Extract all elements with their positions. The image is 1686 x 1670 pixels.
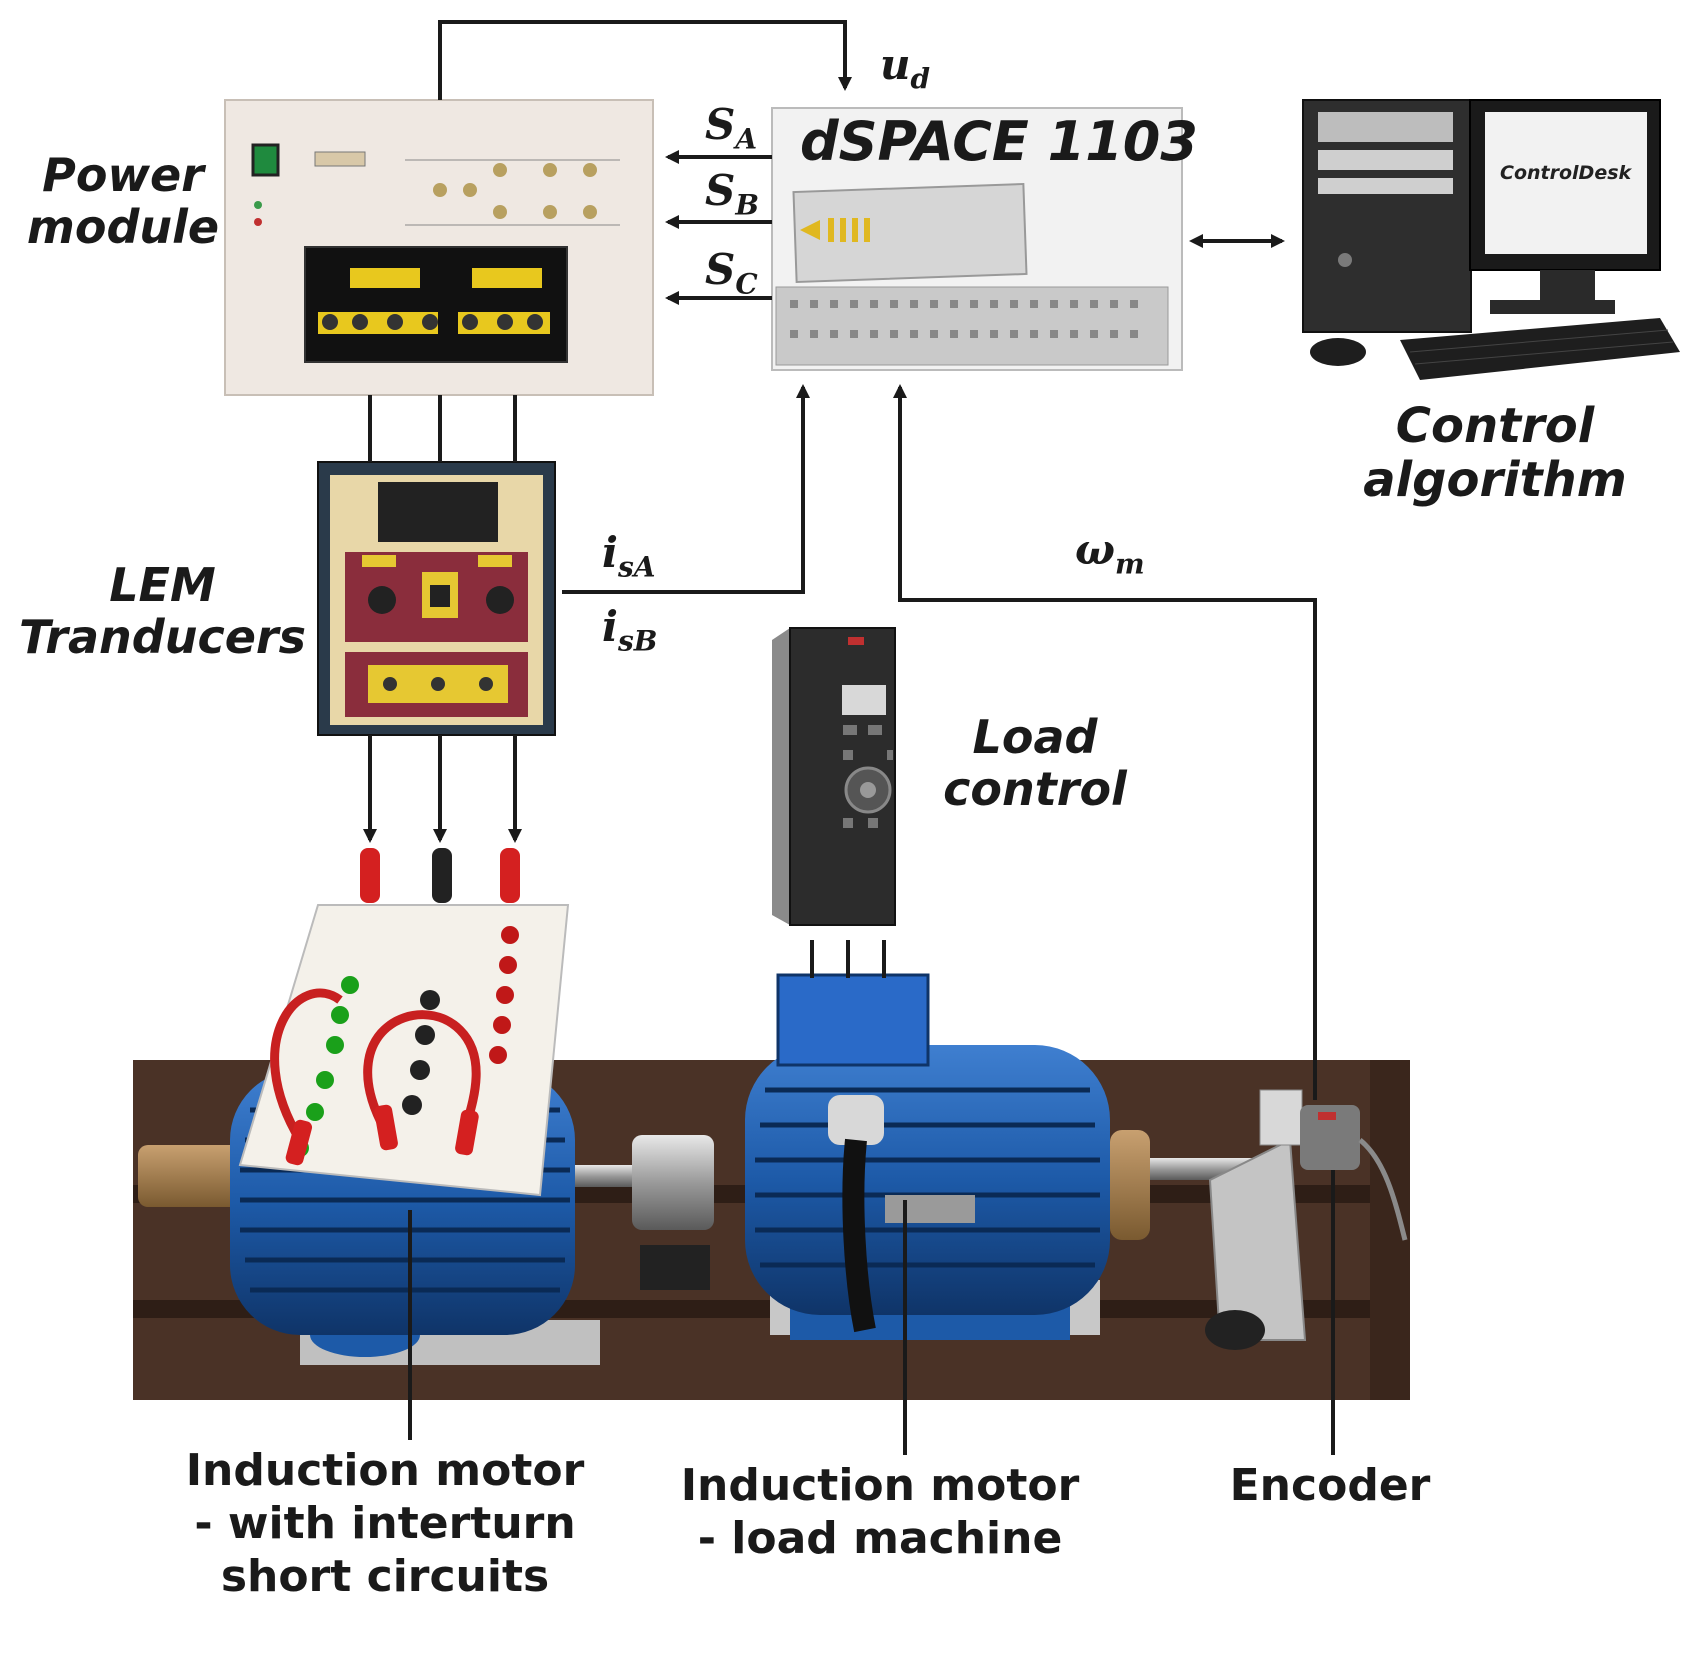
fault-motor-caption-line-3: short circuits (220, 1550, 550, 1602)
load-control-label-line-2: control (943, 761, 1127, 816)
dspace-board (771, 107, 1183, 371)
power-module-label: Power module (18, 148, 228, 254)
signal-ud: ud (880, 40, 931, 96)
lem-transducers-label: LEM Tranducers (10, 558, 315, 664)
signal-isa: isA (602, 528, 656, 584)
current-feedback-line (562, 384, 810, 594)
signal-sc: SC (705, 245, 758, 301)
encoder-caption: Encoder (1229, 1460, 1431, 1511)
load-control-label-line-1: Load (972, 710, 1098, 764)
fault-motor (138, 848, 635, 1365)
test-bench (133, 848, 1410, 1400)
control-algorithm-label: Control algorithm (1350, 398, 1640, 508)
load-control-label: Load control (930, 710, 1140, 816)
power-module-label-line-2: module (26, 199, 220, 254)
ud-line (438, 20, 852, 100)
control-algorithm-label-line-1: Control (1395, 398, 1595, 454)
signal-wm: ωm (1075, 525, 1145, 581)
dspace-label: dSPACE 1103 (800, 110, 1198, 173)
fault-motor-caption: Induction motor - with interturn short c… (150, 1445, 620, 1603)
lem-transducer-box (317, 461, 556, 736)
speed-feedback-line (893, 384, 1317, 1100)
load-control-drive (772, 627, 896, 926)
signal-sb: SB (705, 166, 760, 222)
shaft-coupling (632, 1135, 714, 1290)
load-motor-caption-line-2: - load machine (697, 1512, 1063, 1564)
controldesk-screen-text: ControlDesk (1500, 162, 1632, 184)
load-motor (745, 973, 1260, 1340)
control-algorithm-label-line-2: algorithm (1363, 451, 1627, 508)
fault-motor-caption-line-1: Induction motor (185, 1445, 585, 1496)
signal-isb: isB (602, 602, 658, 658)
fault-motor-caption-line-2: - with interturn (194, 1497, 576, 1549)
encoder-device (1205, 1089, 1408, 1350)
load-motor-caption-line-1: Induction motor (680, 1460, 1080, 1511)
power-module-label-line-1: Power (42, 148, 204, 202)
lem-transducers-label-line-1: LEM (109, 558, 216, 612)
signal-sa: SA (705, 100, 758, 156)
load-motor-caption: Induction motor - load machine (650, 1460, 1110, 1566)
computer (1302, 99, 1680, 380)
connections (363, 20, 1335, 1455)
power-module-panel (224, 99, 654, 396)
lem-transducers-label-line-2: Tranducers (18, 609, 306, 664)
